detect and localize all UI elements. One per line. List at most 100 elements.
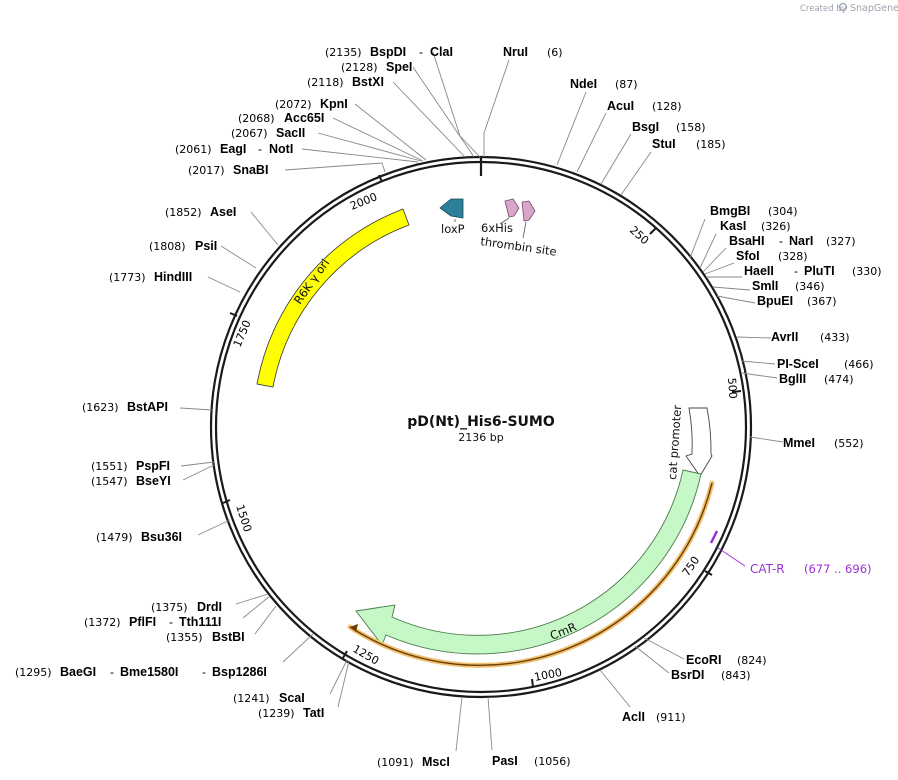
- site-eagi[interactable]: (2061) EagI - NotI: [175, 142, 293, 156]
- site-pos-mmei: (552): [834, 437, 864, 450]
- leader-bsrdi: [634, 645, 670, 674]
- leader-bsu36i: [197, 519, 231, 536]
- his-tag-label: 6xHis: [481, 221, 513, 235]
- loxp-feature[interactable]: [439, 198, 464, 219]
- site-nrui[interactable]: NruI (6): [503, 45, 563, 59]
- site-ndei[interactable]: NdeI (87): [570, 77, 638, 91]
- site-pflfi[interactable]: (1372) PflFI - Tth111I: [84, 615, 221, 629]
- his-tag-feature[interactable]: [504, 198, 520, 218]
- site-pos-pasi: (1056): [534, 755, 571, 768]
- site-name-bsahi: BsaHI: [729, 234, 764, 248]
- leader-stui: [620, 151, 652, 196]
- site-asei[interactable]: (1852) AseI: [165, 205, 236, 219]
- site-mmei[interactable]: MmeI (552): [783, 436, 864, 450]
- site-psii[interactable]: (1808) PsiI: [149, 239, 217, 253]
- site-bmgbi[interactable]: BmgBI (304): [710, 204, 798, 218]
- site-spei[interactable]: (2128) SpeI: [341, 60, 412, 74]
- site-sfoi[interactable]: SfoI (328): [736, 249, 808, 263]
- site-sacii[interactable]: (2067) SacII: [231, 126, 305, 140]
- site-pisce[interactable]: PI-SceI (466): [777, 357, 874, 371]
- site-name-avrii: AvrII: [771, 330, 798, 344]
- site-bsu36i[interactable]: (1479) Bsu36I: [96, 530, 182, 544]
- loxp-label: loxP: [441, 222, 465, 236]
- site-bstapi[interactable]: (1623) BstAPI: [82, 400, 168, 414]
- site-bsahi[interactable]: BsaHI - NarI (327): [729, 234, 856, 248]
- site-bsrdi[interactable]: BsrDI (843): [671, 668, 751, 682]
- site-ecori[interactable]: EcoRI (824): [686, 653, 767, 667]
- site-pasi[interactable]: PasI (1056): [492, 754, 571, 768]
- site-name-sacii: SacII: [276, 126, 305, 140]
- site-acc65i[interactable]: (2068) Acc65I: [238, 111, 324, 125]
- site-snabi[interactable]: (2017) SnaBI: [188, 163, 268, 177]
- leader-bpuei: [716, 295, 756, 304]
- site-pspfi[interactable]: (1551) PspFI: [91, 459, 170, 473]
- r6k-ori-feature[interactable]: [256, 208, 410, 388]
- tick-label-750: 750: [680, 554, 703, 579]
- site-pos-bpuei: (367): [807, 295, 837, 308]
- site-pos-pspfi: (1551): [91, 460, 128, 473]
- site-name-noti: NotI: [269, 142, 293, 156]
- svg-text:-: -: [258, 142, 262, 156]
- cat-r-primer-name[interactable]: CAT-R: [750, 562, 785, 576]
- site-bstxi[interactable]: (2118) BstXI: [307, 75, 384, 89]
- site-tati[interactable]: (1239) TatI: [258, 706, 324, 720]
- site-bseyi[interactable]: (1547) BseYI: [91, 474, 171, 488]
- cat-r-primer-line[interactable]: [349, 482, 713, 667]
- site-kasi[interactable]: KasI (326): [720, 219, 791, 233]
- site-name-pspfi: PspFI: [136, 459, 170, 473]
- tick-label-500: 500: [725, 377, 739, 399]
- site-hindiii[interactable]: (1773) HindIII: [109, 270, 192, 284]
- site-haeii[interactable]: HaeII - PluTI (330): [744, 264, 882, 278]
- site-pos-bstxi: (2118): [307, 76, 344, 89]
- site-stui[interactable]: StuI (185): [652, 137, 726, 151]
- site-bstbi[interactable]: (1355) BstBI: [166, 630, 245, 644]
- cat-r-binding-mark: [709, 530, 719, 544]
- leader-psii: [220, 245, 257, 269]
- site-name-spei: SpeI: [386, 60, 412, 74]
- site-name-bseyi: BseYI: [136, 474, 171, 488]
- site-pos-hindiii: (1773): [109, 271, 146, 284]
- site-name-msci: MscI: [422, 755, 450, 769]
- tick-label-2000: 2000: [348, 190, 379, 213]
- cat-promoter-feature[interactable]: [685, 407, 713, 477]
- tick-labels: 250 500 750 1000 1250 1500 1750 2000: [222, 174, 742, 688]
- site-kpni[interactable]: (2072) KpnI: [275, 97, 348, 111]
- leader-pflfi: [242, 595, 271, 619]
- leader-kasi: [699, 233, 717, 269]
- site-baegi[interactable]: (1295) BaeGI - Bme1580I - Bsp1286I: [15, 665, 267, 679]
- site-name-drdi: DrdI: [197, 600, 222, 614]
- site-pos-bsahi: (327): [826, 235, 856, 248]
- leader-nrui: [483, 59, 510, 157]
- cmr-feature[interactable]: [355, 469, 702, 655]
- site-acli[interactable]: AclI (911): [622, 710, 686, 724]
- site-bspdi[interactable]: (2135) BspDI - ClaI: [325, 45, 453, 59]
- leader-ecori: [643, 637, 685, 660]
- site-smli[interactable]: SmlI (346): [752, 279, 825, 293]
- site-name-bsgi: BsgI: [632, 120, 659, 134]
- tick-mark-250: [649, 227, 657, 235]
- leader-mmei: [749, 436, 784, 443]
- site-name-bme1580i: Bme1580I: [120, 665, 178, 679]
- site-pos-tati: (1239): [258, 707, 295, 720]
- tick-label-1250: 1250: [351, 642, 382, 667]
- svg-text:-: -: [419, 45, 423, 59]
- leader-hindiii: [207, 276, 241, 293]
- thrombin-site-feature[interactable]: [521, 200, 536, 222]
- site-pos-snabi: (2017): [188, 164, 225, 177]
- leader-bstbi: [254, 605, 277, 635]
- site-acui[interactable]: AcuI (128): [607, 99, 682, 113]
- site-avrii[interactable]: AvrII (433): [771, 330, 850, 344]
- site-msci[interactable]: (1091) MscI: [377, 755, 450, 769]
- site-bglii[interactable]: BglII (474): [779, 372, 854, 386]
- site-name-mmei: MmeI: [783, 436, 815, 450]
- site-drdi[interactable]: (1375) DrdI: [151, 600, 222, 614]
- site-scai[interactable]: (1241) ScaI: [233, 691, 305, 705]
- site-name-acli: AclI: [622, 710, 645, 724]
- site-bsgi[interactable]: BsgI (158): [632, 120, 706, 134]
- cat-promoter-label: cat promoter: [665, 404, 684, 480]
- tick-mark-1500: [222, 499, 231, 504]
- site-name-kasi: KasI: [720, 219, 746, 233]
- site-bpuei[interactable]: BpuEI (367): [757, 294, 837, 308]
- site-labels: NruI (6) NdeI (87) AcuI (128) BsgI (158)…: [15, 45, 882, 769]
- leader-avrii: [736, 336, 772, 339]
